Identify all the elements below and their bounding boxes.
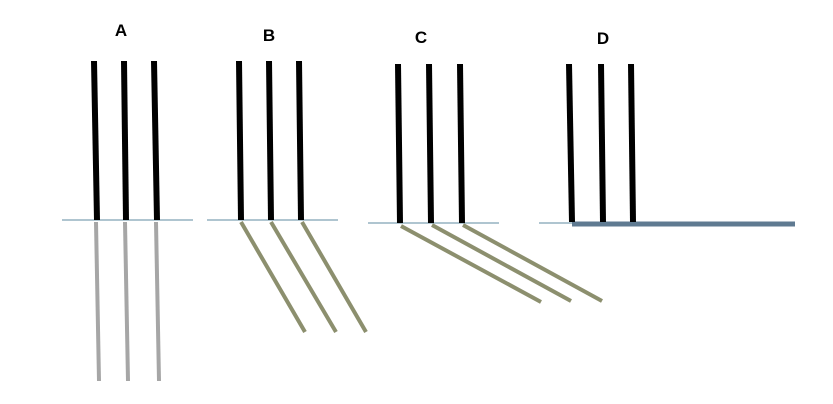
panel-b-label: B bbox=[263, 26, 275, 45]
panel-b: B bbox=[207, 26, 368, 334]
panel-d-label: D bbox=[597, 29, 609, 48]
panel-c-refracted-ray-1 bbox=[400, 224, 542, 304]
panel-a-label: A bbox=[115, 21, 127, 40]
panel-a-incident-ray-2 bbox=[121, 60, 129, 221]
panel-a-incident-ray-3 bbox=[151, 60, 160, 221]
panel-c-refracted-ray-3 bbox=[462, 223, 603, 303]
panel-c-refracted-ray-2 bbox=[431, 223, 572, 303]
panel-a: A bbox=[62, 21, 193, 382]
panel-a-incident-ray-1 bbox=[91, 60, 100, 221]
panel-b-incident-ray-1 bbox=[236, 60, 244, 221]
panel-b-refracted-ray-2 bbox=[269, 220, 338, 334]
panel-a-refracted-ray-3 bbox=[154, 221, 161, 382]
panel-b-incident-ray-3 bbox=[296, 60, 304, 221]
panel-c-incident-ray-3 bbox=[457, 63, 465, 224]
panel-c-incident-ray-2 bbox=[426, 63, 434, 224]
panel-c-label: C bbox=[415, 28, 427, 47]
panel-b-incident-ray-2 bbox=[266, 60, 274, 221]
panel-d-incident-ray-1 bbox=[566, 63, 575, 223]
panel-c: C bbox=[368, 28, 603, 304]
panel-d-incident-ray-2 bbox=[598, 63, 606, 223]
panel-d-incident-ray-3 bbox=[628, 63, 636, 223]
panel-d: D bbox=[539, 29, 795, 227]
panel-a-refracted-ray-1 bbox=[94, 221, 101, 382]
panel-a-refracted-ray-2 bbox=[123, 221, 130, 382]
panel-b-refracted-ray-3 bbox=[300, 220, 368, 334]
panel-b-refracted-ray-1 bbox=[239, 220, 307, 334]
panel-c-incident-ray-1 bbox=[395, 63, 403, 224]
